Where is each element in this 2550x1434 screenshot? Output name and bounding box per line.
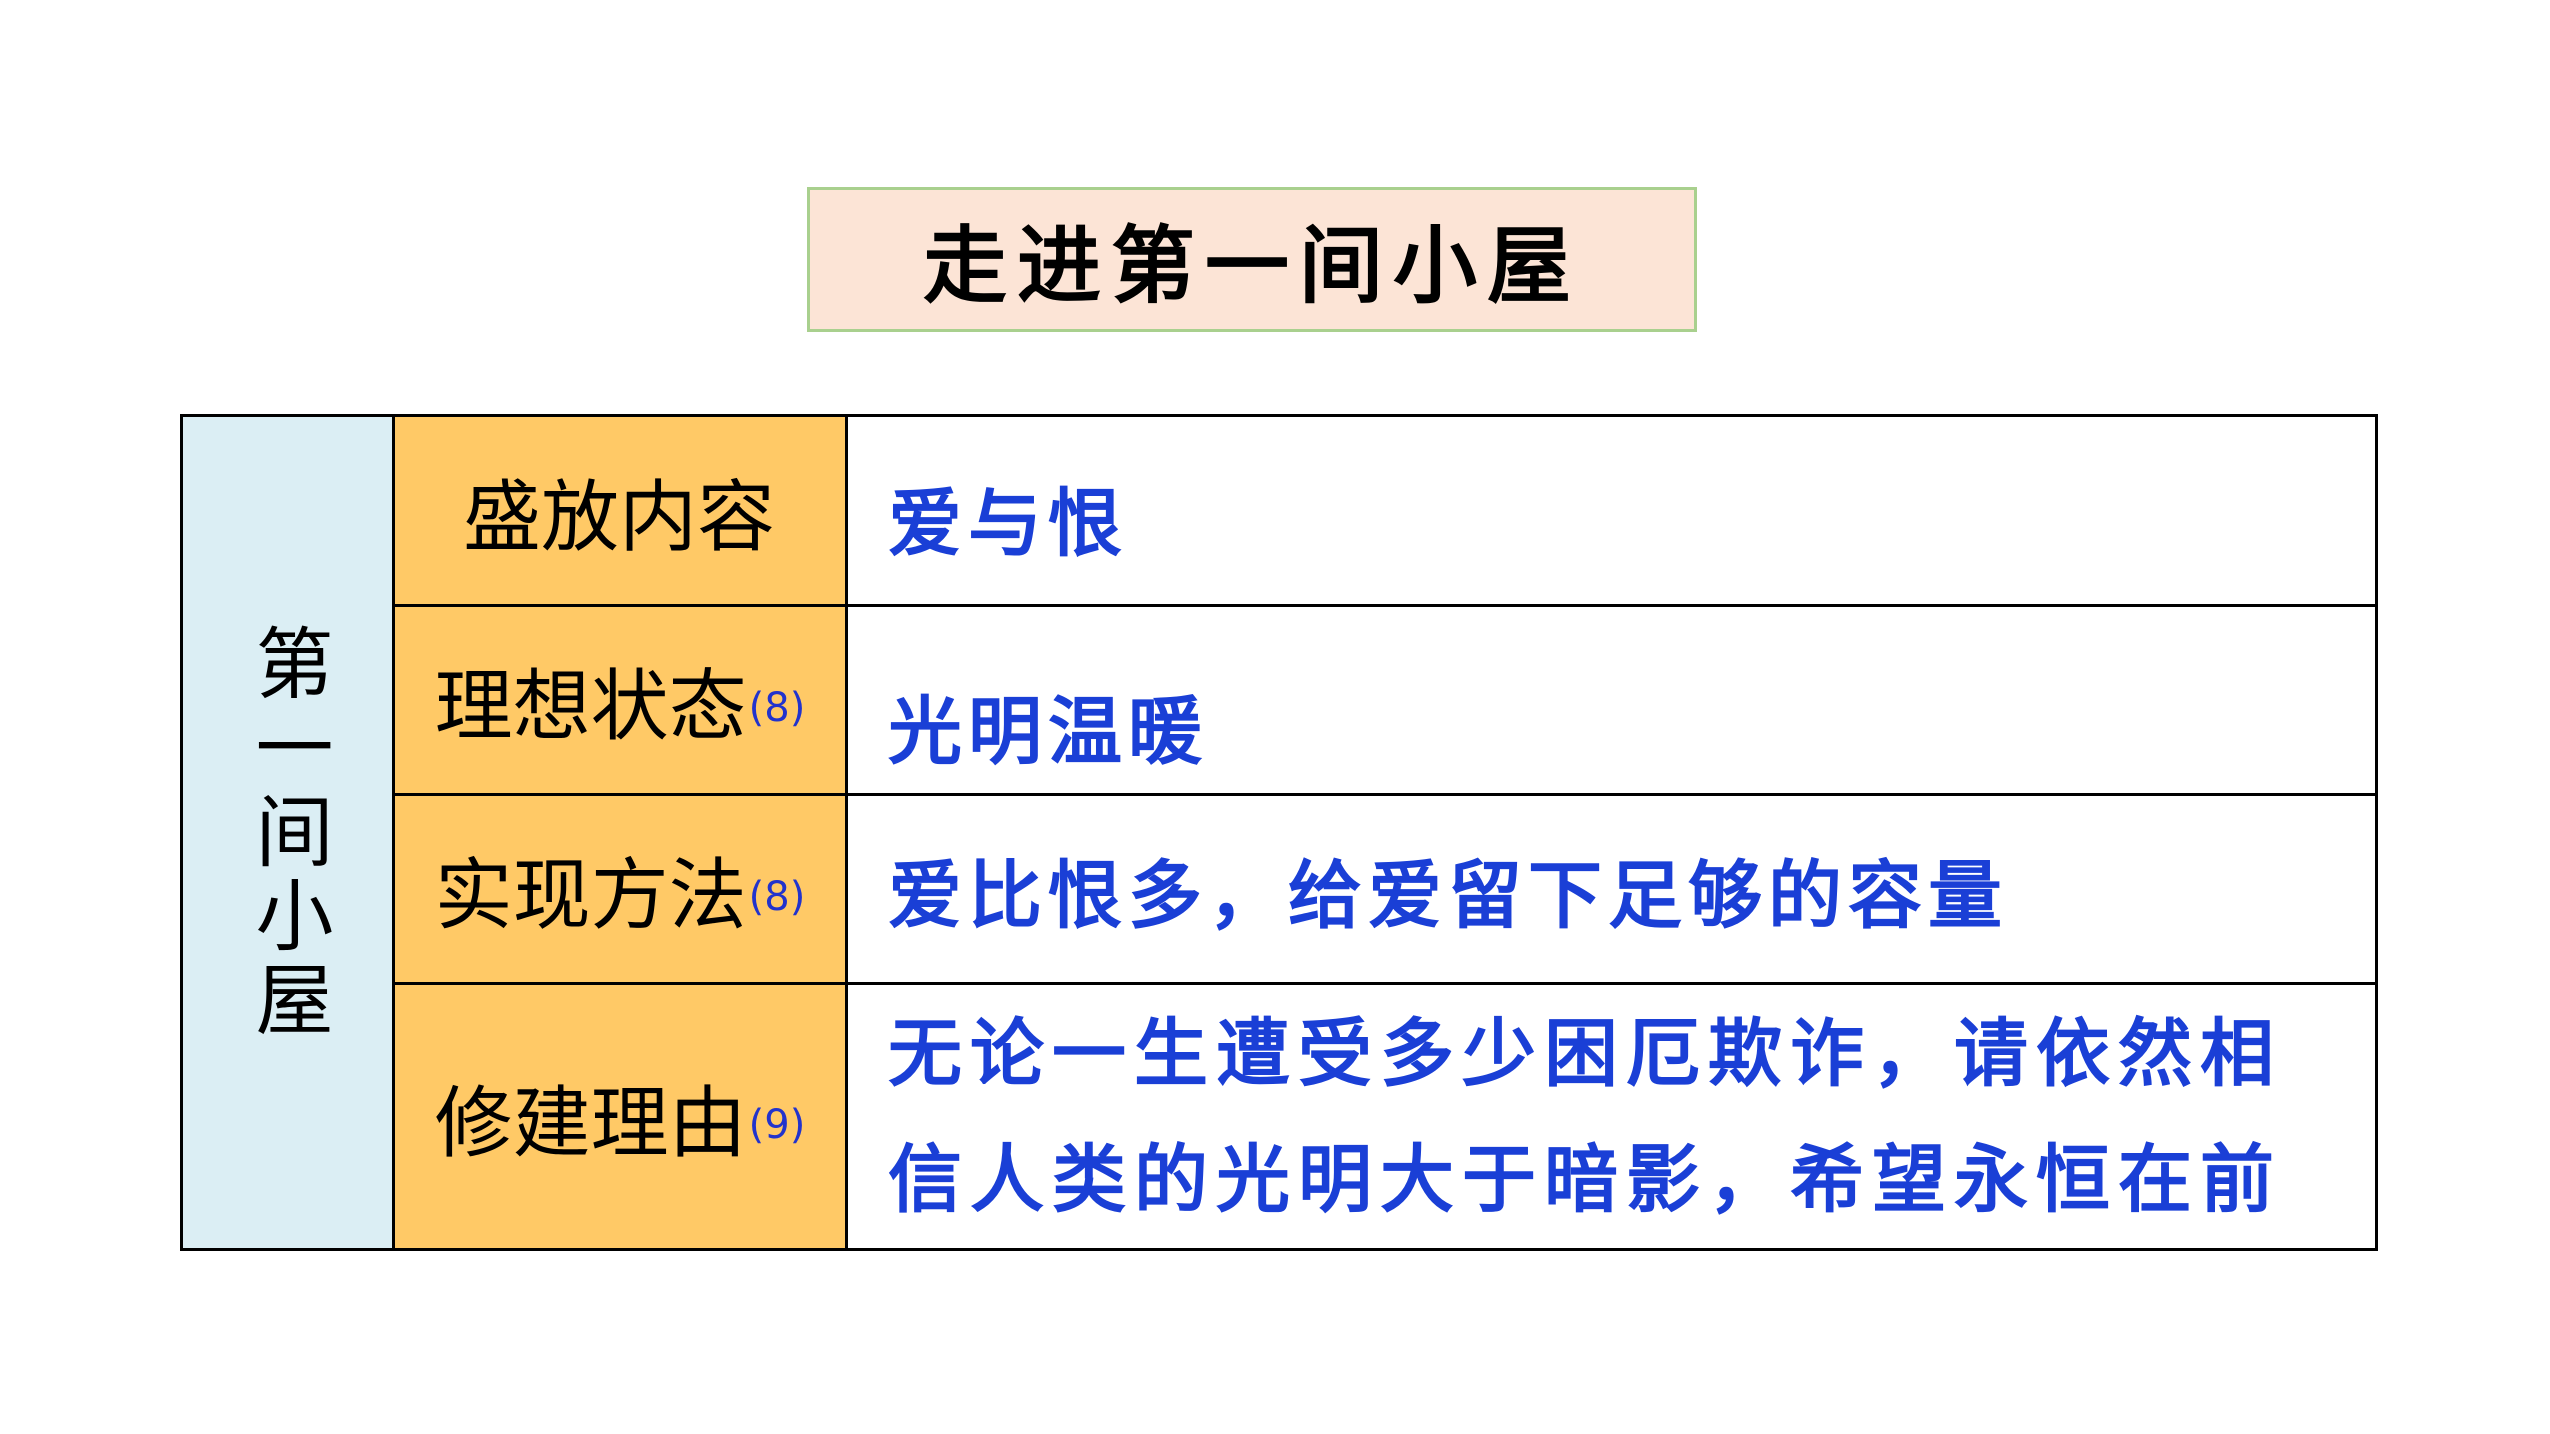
- row-label-text: 理想状态: [434, 662, 747, 752]
- row-label-count: (8): [748, 685, 806, 731]
- row-content-cell: 爱与恨: [848, 417, 2375, 607]
- room-table: 第一间小屋 盛放内容 爱与恨 理想状态 (8) 光明温暖 实现方法 (8) 爱比…: [180, 414, 2378, 1251]
- side-header-label: 第一间小屋: [242, 622, 333, 1043]
- title-box: 走进第一间小屋: [807, 187, 1697, 332]
- row-content-text: 爱比恨多，给爱留下足够的容量: [888, 852, 2008, 939]
- row-content-text: 光明温暖: [888, 688, 1208, 775]
- side-header-cell: 第一间小屋: [183, 417, 395, 1248]
- row-label-cell-method: 实现方法 (8): [395, 796, 848, 985]
- page-title: 走进第一间小屋: [922, 216, 1581, 315]
- row-label-cell-content: 盛放内容: [395, 417, 848, 607]
- row-label-text: 盛放内容: [462, 472, 775, 563]
- row-label-count: (9): [748, 1101, 806, 1148]
- row-label-text: 实现方法: [434, 851, 747, 941]
- row-label-cell-reason: 修建理由 (9): [395, 985, 848, 1248]
- row-label-cell-ideal-state: 理想状态 (8): [395, 607, 848, 796]
- row-content-cell: 无论一生遭受多少困厄欺诈，请依然相信人类的光明大于暗影，希望永恒在前: [848, 985, 2375, 1248]
- row-content-cell: 爱比恨多，给爱留下足够的容量: [848, 796, 2375, 985]
- row-content-text: 无论一生遭受多少困厄欺诈，请依然相信人类的光明大于暗影，希望永恒在前: [888, 1010, 2282, 1223]
- row-content-text: 爱与恨: [888, 481, 1128, 567]
- row-content-cell: 光明温暖: [848, 607, 2375, 796]
- row-label-text: 修建理由: [434, 1078, 747, 1169]
- row-label-count: (8): [748, 874, 806, 920]
